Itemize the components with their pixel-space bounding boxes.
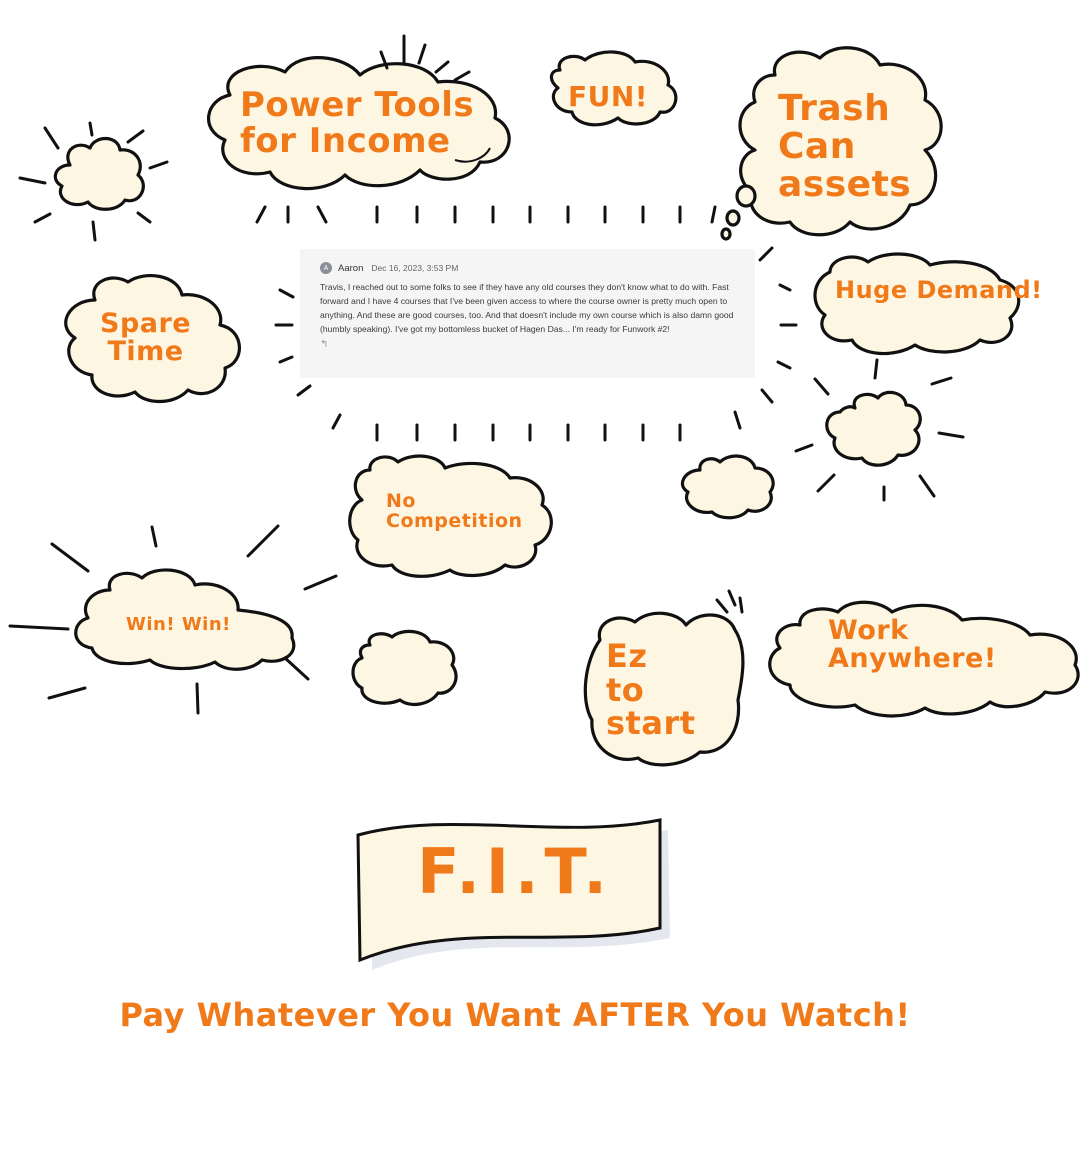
- cloud-label-ez-to-start: Ez to start: [606, 637, 696, 743]
- comment-author[interactable]: Aaron: [338, 262, 364, 274]
- cloud-label-trash-can: Trash Can assets: [778, 88, 912, 205]
- cloud-label-spare-time: Spare Time: [100, 308, 192, 368]
- tagline: Pay Whatever You Want AFTER You Watch!: [119, 996, 911, 1034]
- comment-body: Travis, I reached out to some folks to s…: [320, 282, 734, 334]
- cloud-huge-demand: [813, 252, 1021, 356]
- cloud-no-competition: [348, 454, 553, 578]
- cloud-fun: [549, 50, 678, 127]
- fit-banner: [356, 818, 670, 970]
- rays-power-tools: [379, 34, 471, 82]
- cloud-label-power-tools: Power Tools for Income: [240, 85, 475, 161]
- avatar[interactable]: A: [320, 262, 332, 274]
- cloud-small-right: [825, 390, 922, 467]
- fit-banner-text: F.I.T.: [417, 835, 613, 908]
- cloud-small-top-left: [53, 136, 145, 211]
- cloud-label-fun: FUN!: [568, 80, 649, 113]
- cloud-power-tools: [207, 56, 511, 191]
- comment-card: A Aaron Dec 16, 2023, 3:53 PM Travis, I …: [300, 249, 755, 378]
- cloud-label-win-win: Win! Win!: [126, 614, 231, 635]
- cloud-spare-time: [64, 273, 241, 404]
- cloud-label-no-competition: No Competition: [386, 490, 523, 532]
- cloud-win-win: [74, 568, 296, 671]
- reply-icon[interactable]: ↰: [320, 339, 329, 350]
- cloud-small-bottom-center: [351, 629, 458, 707]
- cloud-label-work-anywhere: Work Anywhere!: [828, 615, 997, 675]
- rays-win-win: [8, 524, 338, 715]
- cloud-work-anywhere: [768, 600, 1080, 718]
- comment-header: A Aaron Dec 16, 2023, 3:53 PM: [320, 261, 735, 275]
- dash-frame: [255, 205, 798, 442]
- cloud-ez-to-start: [583, 611, 745, 767]
- cloud-label-huge-demand: Huge Demand!: [835, 276, 1043, 304]
- rays-ez: [715, 589, 744, 614]
- cloud-small-center-right: [680, 454, 775, 520]
- rays-right: [794, 358, 965, 502]
- comment-date[interactable]: Dec 16, 2023, 3:53 PM: [371, 263, 459, 273]
- rays-top-left: [18, 121, 169, 242]
- cloud-trash-can: [720, 46, 943, 241]
